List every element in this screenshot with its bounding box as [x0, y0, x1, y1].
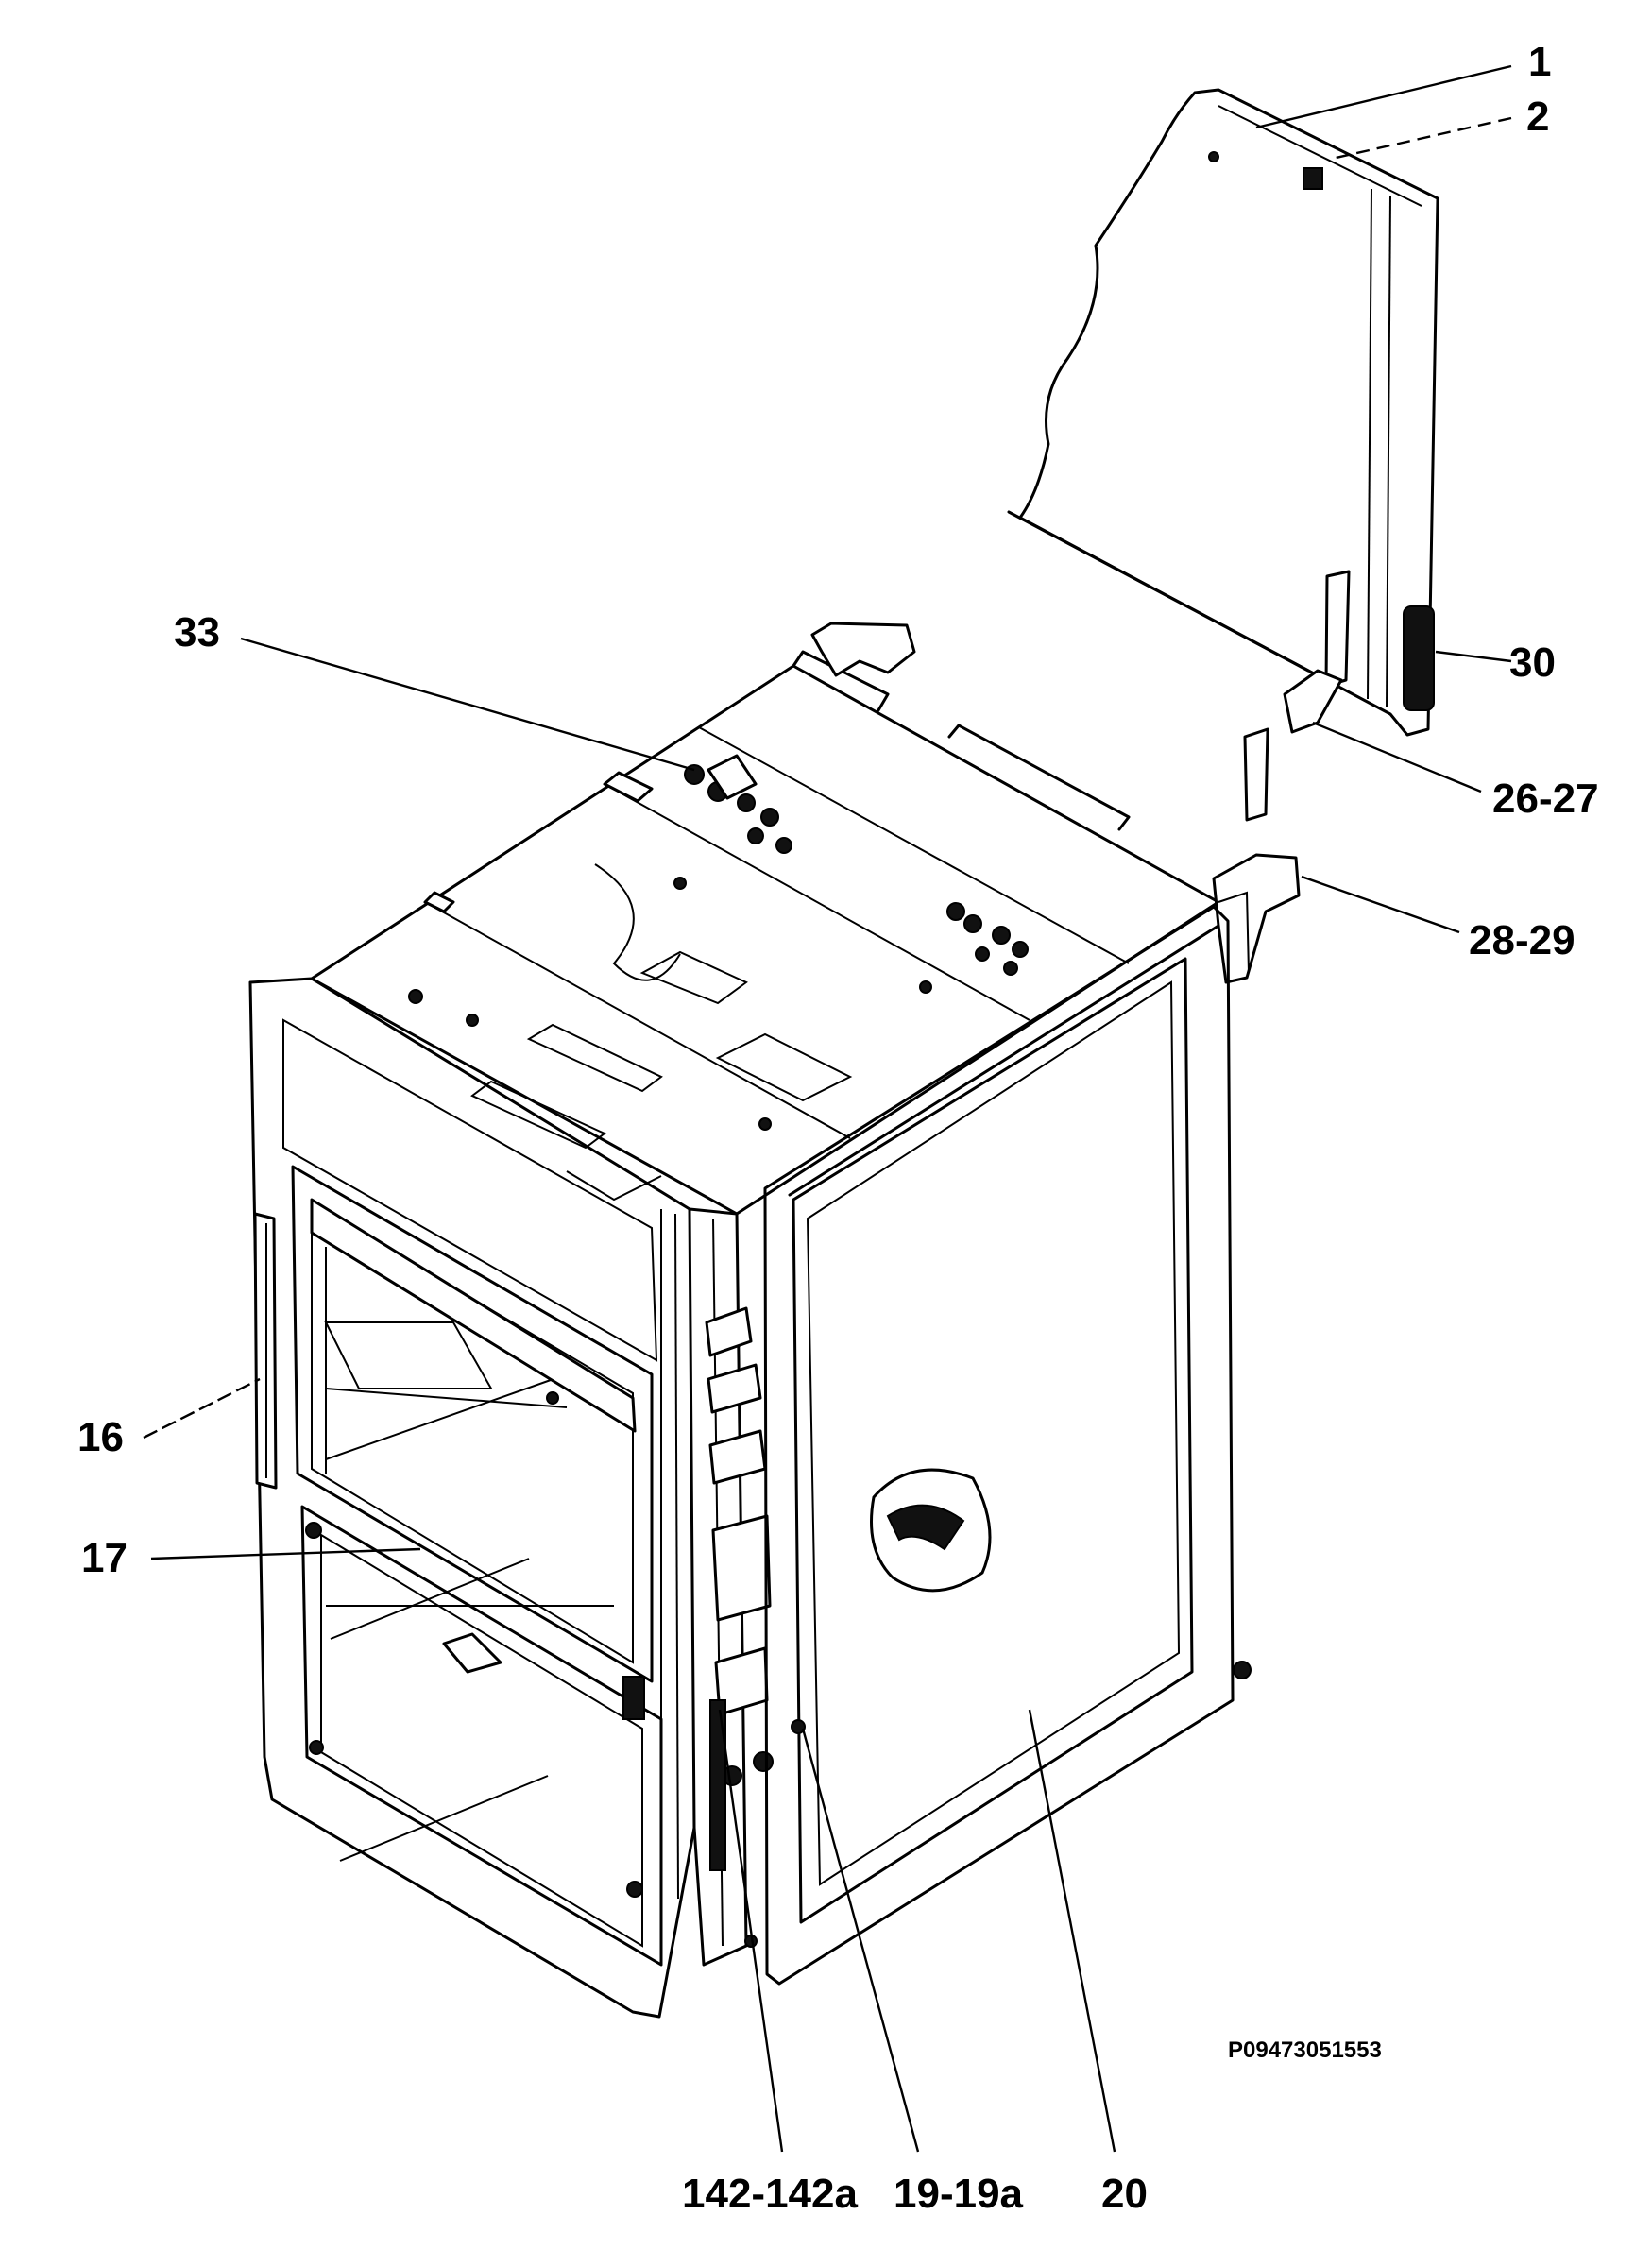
- side-channel: [688, 1207, 774, 1967]
- callout-16: 16: [77, 1414, 124, 1460]
- leader-142: [718, 1709, 784, 2153]
- callout-19-19a: 19-19a: [894, 2171, 1024, 2217]
- callout-1: 1: [1528, 39, 1551, 85]
- leader-26-27: [1312, 721, 1482, 793]
- leader-2: [1331, 116, 1512, 161]
- callout-17: 17: [81, 1535, 128, 1581]
- leader-20: [1028, 1709, 1116, 2153]
- callout-142-142a: 142-142a: [682, 2171, 858, 2217]
- callout-28-29: 28-29: [1469, 917, 1575, 963]
- drawing-code: P09473051553: [1228, 2037, 1382, 2063]
- leader-17: [150, 1547, 421, 1560]
- leader-16: [143, 1377, 261, 1440]
- leader-30: [1435, 650, 1512, 663]
- front-frame: [248, 977, 696, 2019]
- callout-2: 2: [1526, 94, 1549, 140]
- callout-20: 20: [1101, 2171, 1148, 2217]
- leader-33: [240, 637, 695, 772]
- oven-cabinet: [310, 622, 1301, 1216]
- leader-28-29: [1301, 875, 1460, 934]
- callout-33: 33: [174, 609, 220, 656]
- callout-labels: 1 2 30 26-27 28-29 33 16 17 142-142a 19-…: [77, 39, 1599, 2217]
- leader-1: [1255, 64, 1512, 129]
- leader-lines: [143, 64, 1512, 2153]
- leader-19: [801, 1728, 920, 2153]
- callout-30: 30: [1509, 639, 1556, 686]
- side-panel: [763, 905, 1252, 1986]
- callout-26-27: 26-27: [1492, 776, 1599, 822]
- top-cover-panel: [1007, 88, 1439, 822]
